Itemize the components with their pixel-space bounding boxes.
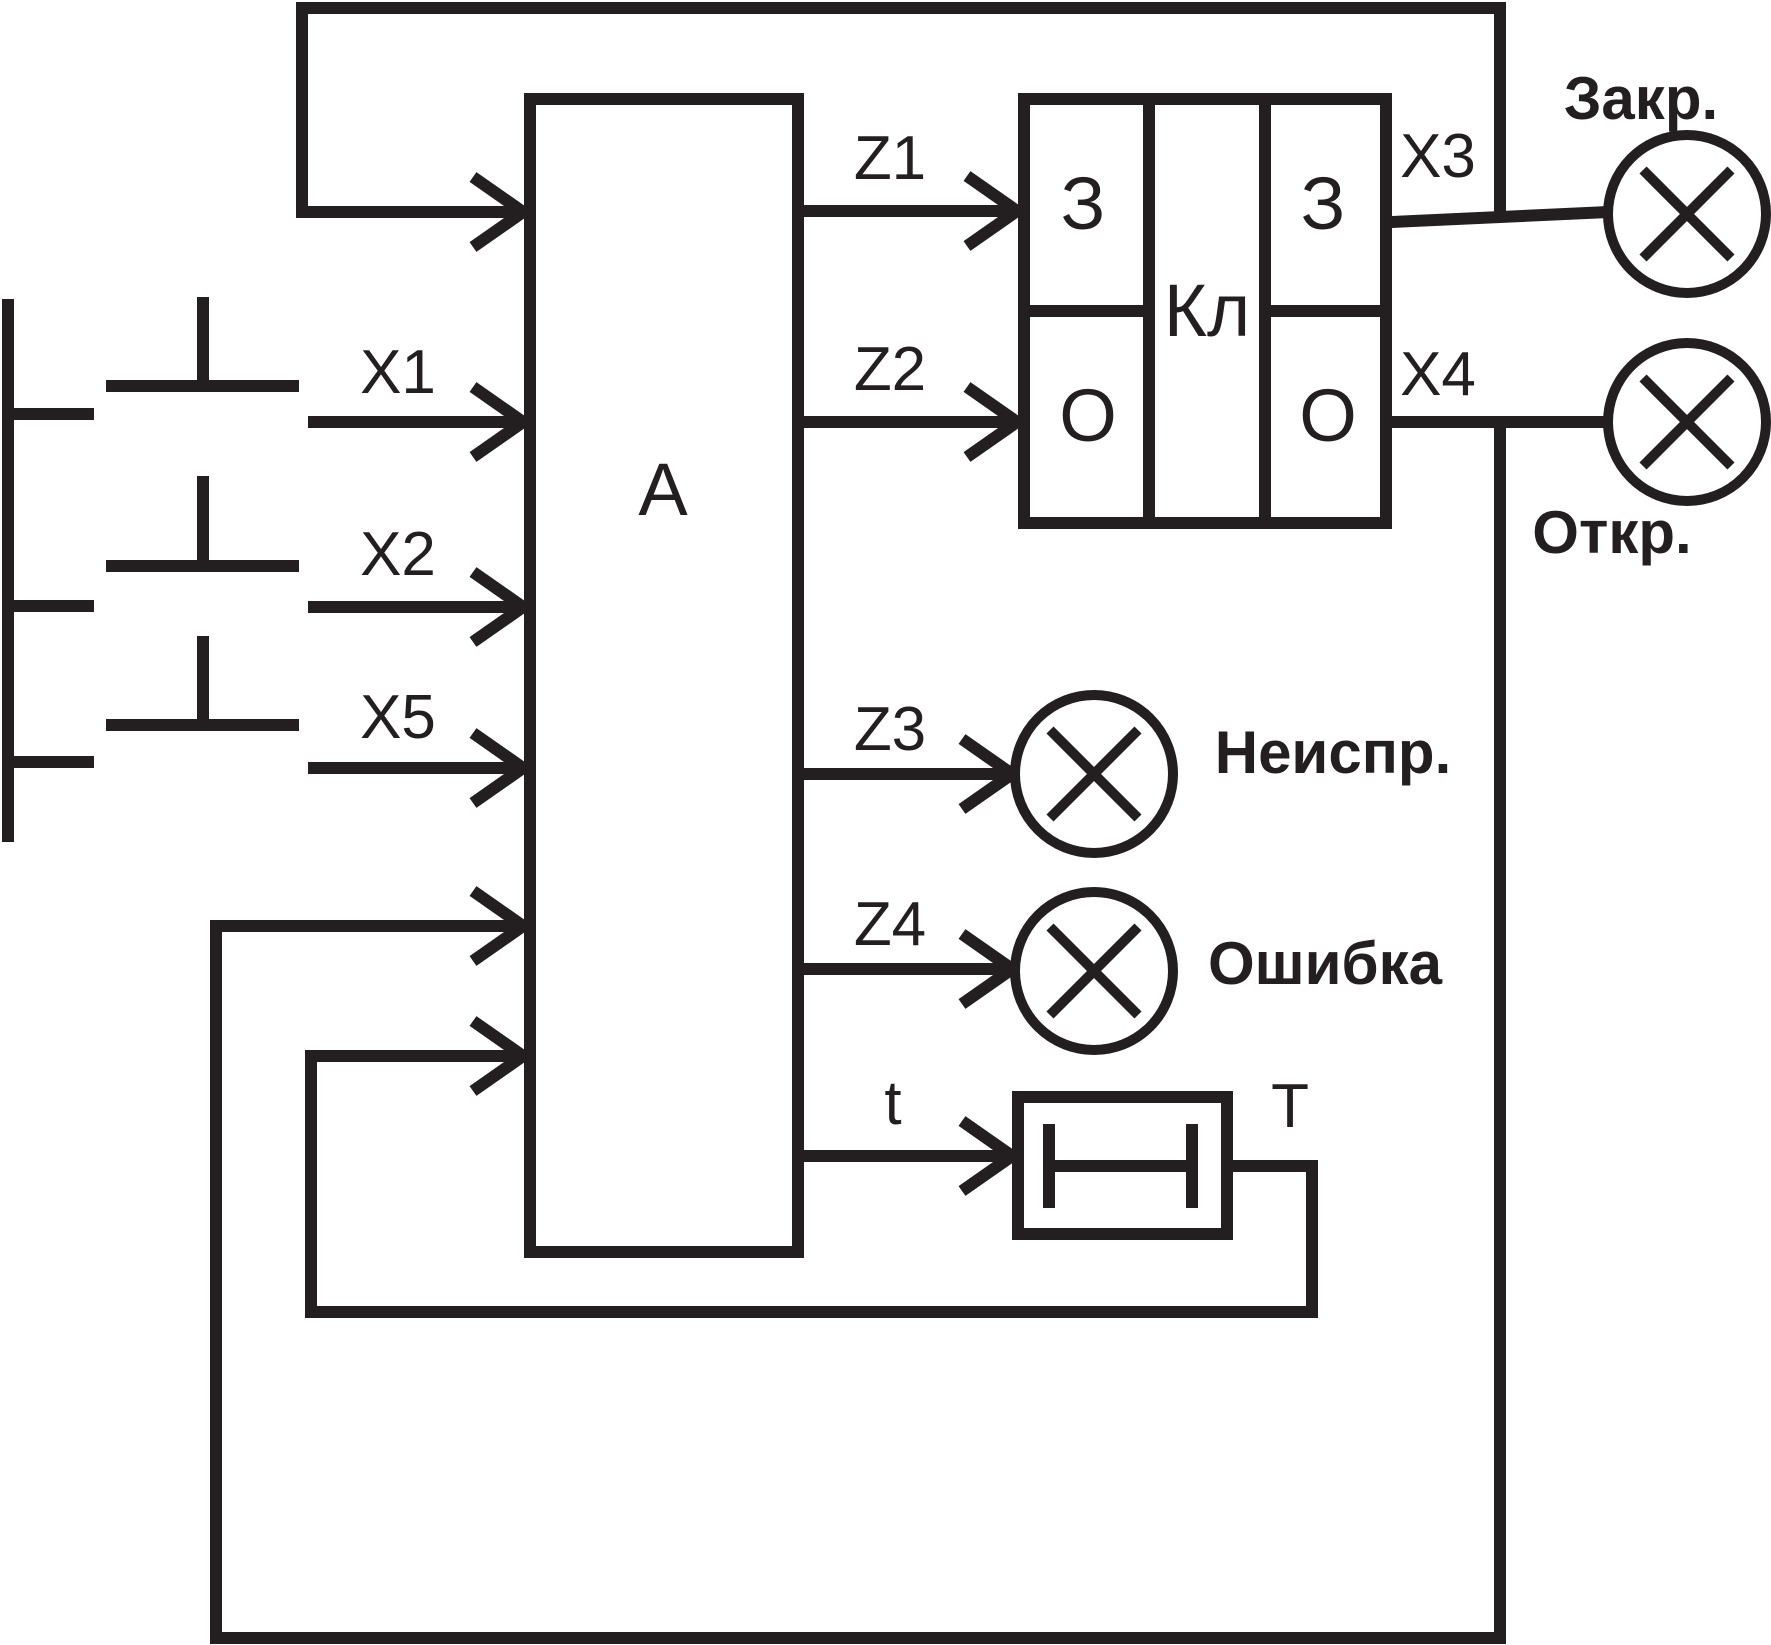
timer-feedback-wire bbox=[305, 1016, 1318, 1318]
output-z1-label: Z1 bbox=[854, 124, 926, 193]
timer-label: T bbox=[1271, 1072, 1309, 1141]
lamp-opened bbox=[1603, 338, 1771, 506]
block-a bbox=[524, 93, 804, 1258]
feedback-x4-wire bbox=[210, 416, 1506, 1644]
valve-block bbox=[1018, 93, 1392, 529]
input-x5-label: X5 bbox=[360, 683, 436, 752]
feedback-x4-label: X4 bbox=[1400, 340, 1476, 409]
input-x5-wire bbox=[308, 728, 534, 808]
output-z2-wire bbox=[799, 382, 1028, 462]
input-x1-wire bbox=[308, 382, 534, 462]
valve-center-label: Кл bbox=[1164, 269, 1250, 352]
valve-close-right-label: З bbox=[1301, 162, 1346, 245]
input-x2-label: X2 bbox=[360, 520, 436, 589]
lamp-closed-label: Закр. bbox=[1564, 65, 1718, 132]
lamp-fault-label: Неиспр. bbox=[1215, 719, 1452, 786]
feedback-x3-label: X3 bbox=[1400, 122, 1476, 191]
lamp-fault bbox=[1010, 690, 1178, 858]
lamp-error bbox=[1010, 887, 1178, 1055]
input-x1-label: X1 bbox=[360, 338, 436, 407]
valve-close-left-label: З bbox=[1061, 162, 1106, 245]
output-z4-label: Z4 bbox=[854, 890, 926, 959]
feedback-x3-wire bbox=[296, 2, 1506, 252]
lamp-error-label: Ошибка bbox=[1208, 930, 1443, 997]
timer-block bbox=[1012, 1091, 1233, 1240]
lamp-opened-label: Откр. bbox=[1532, 499, 1691, 566]
output-t-label: t bbox=[884, 1069, 901, 1138]
valve-open-left-label: О bbox=[1059, 374, 1117, 457]
output-z1-wire bbox=[799, 171, 1028, 251]
output-z3-label: Z3 bbox=[854, 695, 926, 764]
input-buttons bbox=[2, 297, 299, 842]
output-z2-label: Z2 bbox=[854, 335, 926, 404]
input-x2-wire bbox=[308, 567, 534, 647]
block-a-label: A bbox=[638, 448, 688, 531]
x3-lamp-wire bbox=[1385, 205, 1615, 229]
output-t-wire bbox=[799, 1116, 1023, 1196]
lamp-closed bbox=[1603, 130, 1771, 298]
valve-open-right-label: О bbox=[1299, 374, 1357, 457]
